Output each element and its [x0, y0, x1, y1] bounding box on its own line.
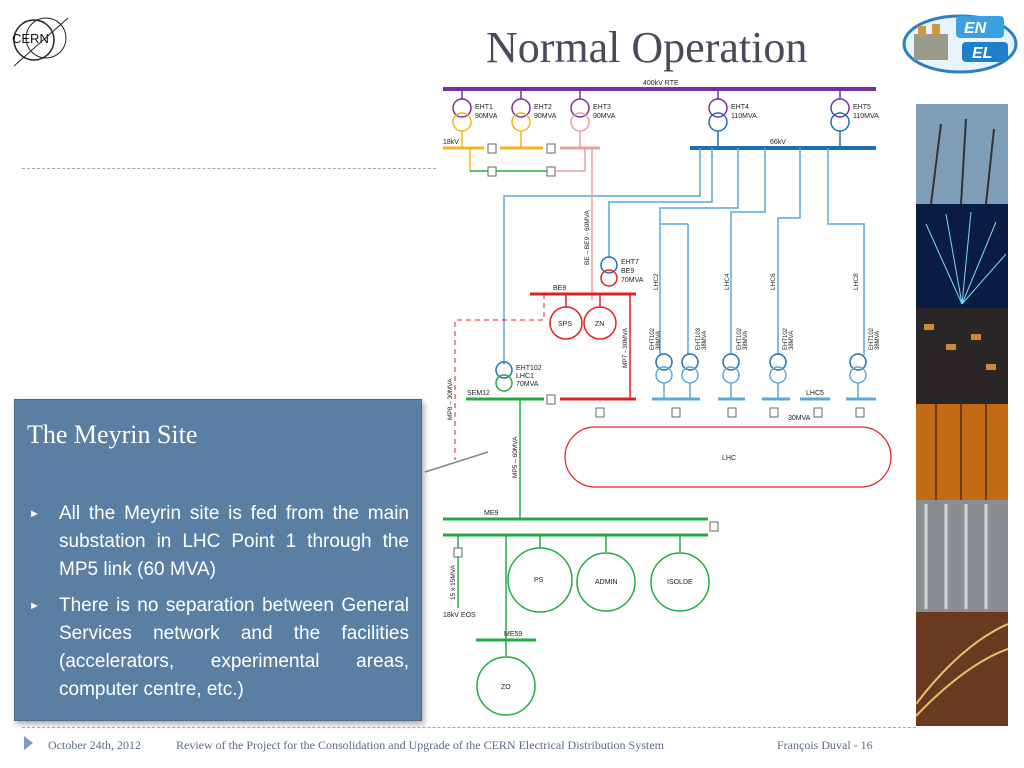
svg-text:EHT102: EHT102	[737, 327, 743, 350]
admin-label: ADMIN	[595, 579, 618, 586]
footer-author: François Duval - 16	[777, 738, 873, 752]
mp7-label: MP7 - 30MVA	[622, 327, 629, 368]
svg-text:38MVA: 38MVA	[789, 331, 795, 350]
svg-text:LHC1: LHC1	[516, 373, 534, 380]
bus-66kv-label: 66kV	[770, 139, 786, 146]
lhc5-label: LHC5	[806, 390, 824, 397]
bullet-arrow-icon: ►	[29, 508, 40, 520]
sps-label: SPS	[558, 321, 572, 328]
svg-text:70MVA: 70MVA	[621, 277, 644, 284]
svg-text:EHT1: EHT1	[475, 104, 493, 111]
photo-strip	[916, 104, 1008, 726]
bullet-item: ►All the Meyrin site is fed from the mai…	[27, 500, 409, 584]
svg-text:EHT102: EHT102	[869, 327, 875, 350]
svg-text:38MVA: 38MVA	[743, 331, 749, 350]
svg-text:38MVA: 38MVA	[702, 331, 708, 350]
svg-text:EHT102: EHT102	[650, 327, 656, 350]
eos-count-label: 15 x 15MVA	[450, 564, 457, 600]
be9-link-label: BE – BE9 · 60MVA	[584, 210, 591, 265]
transformer-eht5: EHT5 110MVA	[830, 89, 879, 148]
svg-text:70MVA: 70MVA	[516, 381, 539, 388]
bus-400kv-label: 400kV RTE	[643, 80, 679, 87]
lhc4-label: LHC4	[724, 273, 731, 290]
me59-label: ME59	[504, 631, 522, 638]
footer-divider	[22, 727, 916, 728]
svg-text:EN: EN	[964, 20, 987, 37]
svg-text:EHT2: EHT2	[534, 104, 552, 111]
svg-text:110MVA: 110MVA	[853, 113, 879, 120]
svg-text:38MVA: 38MVA	[656, 331, 662, 350]
transformer-eht1: EHT1 90MVA	[452, 89, 498, 148]
svg-text:EL: EL	[972, 45, 992, 62]
svg-text:EHT4: EHT4	[731, 104, 749, 111]
photo-fiber	[916, 204, 1008, 308]
eos-label: 18kV EOS	[443, 612, 476, 619]
be9-bus-label: BE9	[553, 285, 566, 292]
photo-control-panel	[916, 308, 1008, 404]
svg-text:90MVA: 90MVA	[475, 113, 498, 120]
bus-18kv-label: 18kV	[443, 139, 459, 146]
eht7-name: EHT7	[621, 259, 639, 266]
mva30-label: 30MVA	[788, 415, 811, 422]
lhc8-label: LHC8	[853, 273, 860, 290]
mp8-label: MP8 – 30MVA	[447, 378, 454, 420]
cern-logo-text: CERN	[12, 31, 49, 46]
svg-text:EHT3: EHT3	[593, 104, 611, 111]
svg-text:EHT102: EHT102	[783, 327, 789, 350]
photo-tunnel	[916, 612, 1008, 726]
zo-label: ZO	[501, 684, 511, 691]
bullet-arrow-icon: ►	[29, 600, 40, 612]
svg-text:90MVA: 90MVA	[534, 113, 557, 120]
bullet-item: ►There is no separation between General …	[27, 592, 409, 704]
svg-text:EHT103: EHT103	[696, 327, 702, 350]
footer-arrow-icon	[24, 736, 33, 750]
ps-label: PS	[534, 577, 544, 584]
transformer-eht3: EHT3 90MVA	[570, 89, 616, 148]
svg-text:EHT5: EHT5	[853, 104, 871, 111]
meyrin-site-callout: The Meyrin Site ►All the Meyrin site is …	[14, 399, 422, 721]
svg-text:BE9: BE9	[621, 268, 634, 275]
me9-label: ME9	[484, 510, 499, 517]
cern-logo: CERN	[12, 17, 69, 67]
sem12-label: SEM12	[467, 390, 490, 397]
transformer-eht4: EHT4 110MVA	[708, 89, 757, 148]
eht102-lhc1-name: EHT102	[516, 365, 542, 372]
divider-line	[22, 168, 436, 169]
footer-review: Review of the Project for the Consolidat…	[176, 738, 664, 752]
callout-title: The Meyrin Site	[27, 420, 198, 449]
lhc2-label: LHC2	[653, 273, 660, 290]
photo-cabling	[916, 500, 1008, 612]
zn-label: ZN	[595, 321, 604, 328]
slide-title: Normal Operation	[486, 23, 808, 72]
footer-date: October 24th, 2012	[48, 738, 141, 752]
mp5-label: MP5 – 60MVA	[512, 436, 519, 478]
lhc-ring-label: LHC	[722, 455, 736, 462]
enel-logo: EN EL	[902, 14, 1018, 74]
callout-bullets: ►All the Meyrin site is fed from the mai…	[27, 500, 409, 712]
lhc6-label: LHC6	[770, 273, 777, 290]
svg-text:110MVA: 110MVA	[731, 113, 757, 120]
svg-text:38MVA: 38MVA	[875, 331, 881, 350]
transformer-eht2: EHT2 90MVA	[511, 89, 557, 148]
svg-text:90MVA: 90MVA	[593, 113, 616, 120]
isolde-label: ISOLDE	[667, 579, 693, 586]
